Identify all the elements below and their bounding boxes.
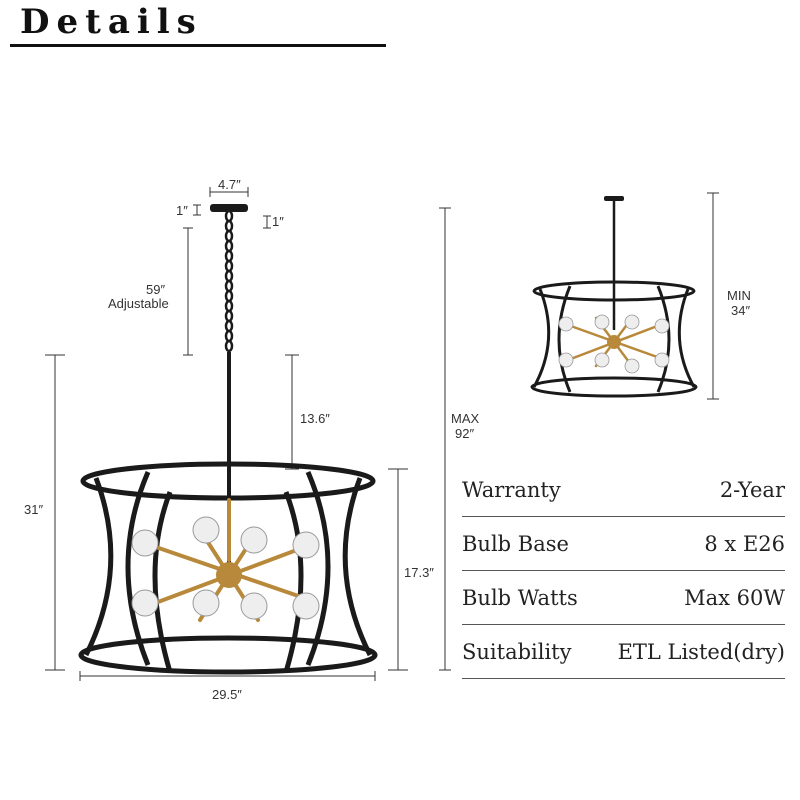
dimension-lines	[45, 187, 719, 681]
min-height-title: MIN	[727, 288, 751, 303]
max-height-title: MAX	[451, 411, 480, 426]
spec-label: Warranty	[462, 477, 561, 502]
page-title: Details	[20, 2, 203, 42]
min-height-value: 34″	[731, 303, 751, 318]
spec-row: Bulb Watts Max 60W	[462, 571, 785, 625]
max-height-value: 92″	[455, 426, 475, 441]
spec-value: 8 x E26	[704, 531, 785, 556]
title-underline	[10, 44, 386, 47]
total-height-label: 31″	[24, 502, 44, 517]
spec-label: Suitability	[462, 639, 572, 664]
spec-value: ETL Listed(dry)	[617, 639, 785, 664]
chain-note-label: Adjustable	[108, 296, 169, 311]
shade-width-label: 29.5″	[212, 687, 242, 702]
spec-row: Bulb Base 8 x E26	[462, 517, 785, 571]
spec-value: 2-Year	[719, 477, 785, 502]
canopy-width-label: 4.7″	[218, 177, 241, 192]
large-chandelier	[78, 204, 378, 675]
spec-value: Max 60W	[684, 585, 785, 610]
canopy-height-right-label: 1″	[272, 214, 284, 229]
spec-label: Bulb Watts	[462, 585, 578, 610]
rod-length-label: 13.6″	[300, 411, 330, 426]
spec-row: Suitability ETL Listed(dry)	[462, 625, 785, 679]
chain-length-label: 59″	[146, 282, 166, 297]
spec-table: Warranty 2-Year Bulb Base 8 x E26 Bulb W…	[462, 463, 785, 679]
spec-row: Warranty 2-Year	[462, 463, 785, 517]
shade-height-label: 17.3″	[404, 565, 434, 580]
small-chandelier	[530, 196, 698, 398]
canopy-height-left-label: 1″	[176, 203, 188, 218]
spec-label: Bulb Base	[462, 531, 569, 556]
